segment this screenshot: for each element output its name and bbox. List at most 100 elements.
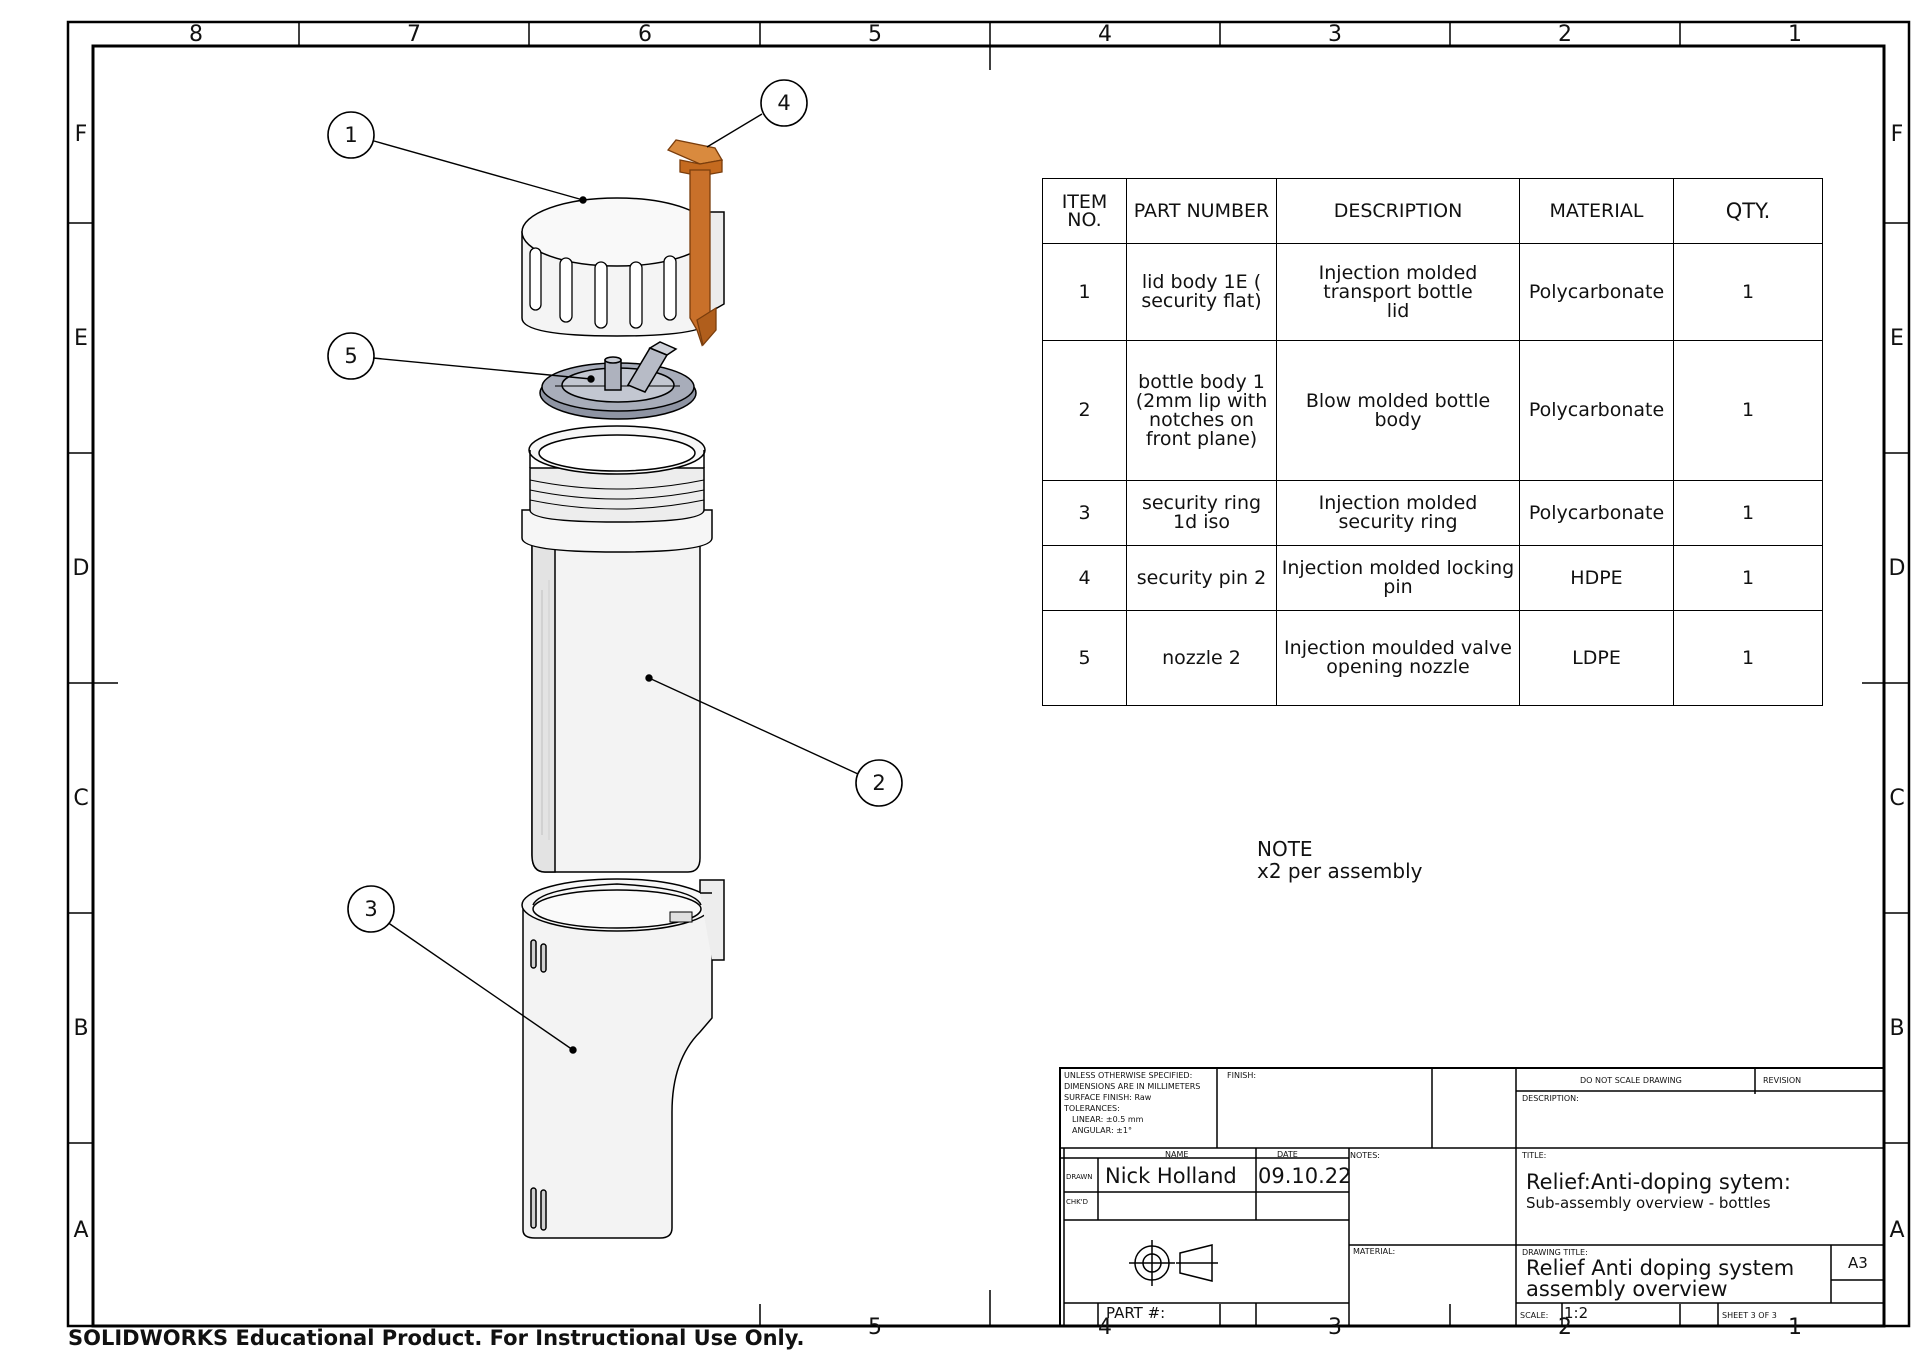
table-row: 1 lid body 1E ( security flat) Injection… bbox=[1042, 243, 1823, 341]
tb-tolerances: TOLERANCES: bbox=[1064, 1104, 1120, 1113]
tb-angular: ANGULAR: ±1° bbox=[1072, 1126, 1132, 1135]
tb-chkd-label: CHK'D bbox=[1066, 1198, 1089, 1206]
bottom-zone-ticks bbox=[759, 1290, 1681, 1326]
tb-scale-label: SCALE: bbox=[1520, 1311, 1549, 1320]
tb-date-header: DATE bbox=[1277, 1150, 1298, 1159]
assembly-note: NOTE x2 per assembly bbox=[1257, 838, 1422, 882]
side-zone-ticks bbox=[68, 222, 1909, 1144]
zone-bottom-5: 5 bbox=[868, 1315, 882, 1340]
bom-cell-part: nozzle 2 bbox=[1126, 610, 1277, 706]
bom-header-material: MATERIAL bbox=[1519, 178, 1674, 244]
bom-cell-material: HDPE bbox=[1519, 545, 1674, 611]
zone-top-7: 7 bbox=[407, 22, 421, 47]
bom-cell-item: 3 bbox=[1042, 480, 1127, 546]
bom-header-row: ITEM NO. PART NUMBER DESCRIPTION MATERIA… bbox=[1042, 178, 1823, 244]
part-bottle-body bbox=[521, 425, 713, 873]
zone-left-F: F bbox=[74, 122, 88, 147]
tb-title-sub: Sub-assembly overview - bottles bbox=[1526, 1194, 1771, 1212]
tb-unless: UNLESS OTHERWISE SPECIFIED: bbox=[1064, 1071, 1193, 1080]
table-row: 4 security pin 2 Injection molded lockin… bbox=[1042, 545, 1823, 611]
zone-top-5: 5 bbox=[868, 22, 882, 47]
zone-bottom-2: 2 bbox=[1558, 1315, 1572, 1340]
tb-material-label: MATERIAL: bbox=[1353, 1247, 1396, 1256]
bom-header-part: PART NUMBER bbox=[1126, 178, 1277, 244]
zone-top-3: 3 bbox=[1328, 22, 1342, 47]
bom-header-qty: QTY. bbox=[1673, 178, 1823, 244]
bom-cell-item: 1 bbox=[1042, 243, 1127, 341]
balloon-2-label: 2 bbox=[872, 771, 886, 795]
zone-bottom-4: 4 bbox=[1098, 1315, 1112, 1340]
top-zone-ticks bbox=[298, 22, 1681, 70]
bom-cell-qty: 1 bbox=[1673, 480, 1823, 546]
bom-cell-material: Polycarbonate bbox=[1519, 243, 1674, 341]
zone-top-1: 1 bbox=[1788, 22, 1802, 47]
balloon-3 bbox=[347, 885, 395, 933]
balloon-1 bbox=[327, 111, 375, 159]
bom-cell-part: lid body 1E ( security flat) bbox=[1126, 243, 1277, 341]
zone-bottom-3: 3 bbox=[1328, 1315, 1342, 1340]
part-security-ring bbox=[521, 878, 725, 1239]
bom-cell-part: security ring 1d iso bbox=[1126, 480, 1277, 546]
tb-revision: REVISION bbox=[1763, 1076, 1802, 1085]
tb-sheet: SHEET 3 OF 3 bbox=[1722, 1311, 1777, 1320]
title-block-lines bbox=[1059, 1067, 1885, 1327]
leader-lines bbox=[372, 113, 859, 1054]
bom-cell-item: 5 bbox=[1042, 610, 1127, 706]
tb-description-label: DESCRIPTION: bbox=[1522, 1094, 1579, 1103]
bom-cell-description: Injection molded transport bottle lid bbox=[1276, 243, 1520, 341]
note-text: x2 per assembly bbox=[1257, 859, 1423, 883]
table-row: 5 nozzle 2 Injection moulded valve openi… bbox=[1042, 610, 1823, 706]
zone-left-B: B bbox=[73, 1016, 89, 1041]
inner-border bbox=[91, 44, 1886, 1328]
bom-cell-qty: 1 bbox=[1673, 545, 1823, 611]
tb-name-header: NAME bbox=[1165, 1150, 1189, 1159]
bom-cell-material: Polycarbonate bbox=[1519, 480, 1674, 546]
balloon-5 bbox=[327, 332, 375, 380]
zone-top-6: 6 bbox=[638, 22, 652, 47]
tb-scale-value: 1:2 bbox=[1564, 1304, 1589, 1322]
third-angle-projection-icon bbox=[1129, 1240, 1218, 1286]
tb-do-not-scale: DO NOT SCALE DRAWING bbox=[1580, 1076, 1682, 1085]
solidworks-educational-watermark: SOLIDWORKS Educational Product. For Inst… bbox=[68, 1326, 805, 1350]
bom-header-description: DESCRIPTION bbox=[1276, 178, 1520, 244]
zone-right-A: A bbox=[1889, 1218, 1905, 1243]
zone-top-4: 4 bbox=[1098, 22, 1112, 47]
zone-bottom-1: 1 bbox=[1788, 1315, 1802, 1340]
bill-of-materials-table: ITEM NO. PART NUMBER DESCRIPTION MATERIA… bbox=[1042, 178, 1823, 706]
part-security-pin bbox=[666, 139, 724, 347]
tb-linear: LINEAR: ±0.5 mm bbox=[1072, 1115, 1144, 1124]
tb-dims: DIMENSIONS ARE IN MILLIMETERS bbox=[1064, 1082, 1201, 1091]
tb-drawn-name: Nick Holland bbox=[1105, 1164, 1237, 1188]
table-row: 2 bottle body 1 (2mm lip with notches on… bbox=[1042, 340, 1823, 481]
tb-title-main: Relief:Anti-doping sytem: bbox=[1526, 1170, 1791, 1194]
zone-right-C: C bbox=[1889, 786, 1905, 811]
bom-cell-material: LDPE bbox=[1519, 610, 1674, 706]
bom-cell-description: Injection molded security ring bbox=[1276, 480, 1520, 546]
balloon-1-label: 1 bbox=[344, 123, 358, 147]
part-nozzle bbox=[539, 341, 697, 420]
tb-drawing-title-2: assembly overview bbox=[1526, 1277, 1728, 1301]
zone-right-B: B bbox=[1889, 1016, 1905, 1041]
tb-size: A3 bbox=[1848, 1254, 1868, 1272]
balloon-2 bbox=[855, 759, 903, 807]
tb-notes-label: NOTES: bbox=[1350, 1151, 1380, 1160]
zone-top-2: 2 bbox=[1558, 22, 1572, 47]
tb-surface: SURFACE FINISH: Raw bbox=[1064, 1093, 1152, 1102]
bom-cell-item: 2 bbox=[1042, 340, 1127, 481]
bom-cell-material: Polycarbonate bbox=[1519, 340, 1674, 481]
zone-left-E: E bbox=[74, 326, 88, 351]
tb-drawn-date: 09.10.22 bbox=[1258, 1164, 1352, 1188]
zone-left-D: D bbox=[72, 556, 90, 581]
tb-drawn-label: DRAWN bbox=[1066, 1173, 1093, 1181]
zone-left-C: C bbox=[73, 786, 89, 811]
balloon-4 bbox=[760, 79, 808, 127]
note-title: NOTE bbox=[1257, 837, 1313, 861]
balloon-3-label: 3 bbox=[364, 897, 378, 921]
bom-cell-qty: 1 bbox=[1673, 340, 1823, 481]
bom-cell-description: Blow molded bottle body bbox=[1276, 340, 1520, 481]
tb-finish: FINISH: bbox=[1227, 1071, 1257, 1080]
tb-part-no: PART #: bbox=[1106, 1304, 1166, 1322]
tb-drawing-title-label: DRAWING TITLE: bbox=[1522, 1248, 1588, 1257]
zone-right-D: D bbox=[1888, 556, 1906, 581]
